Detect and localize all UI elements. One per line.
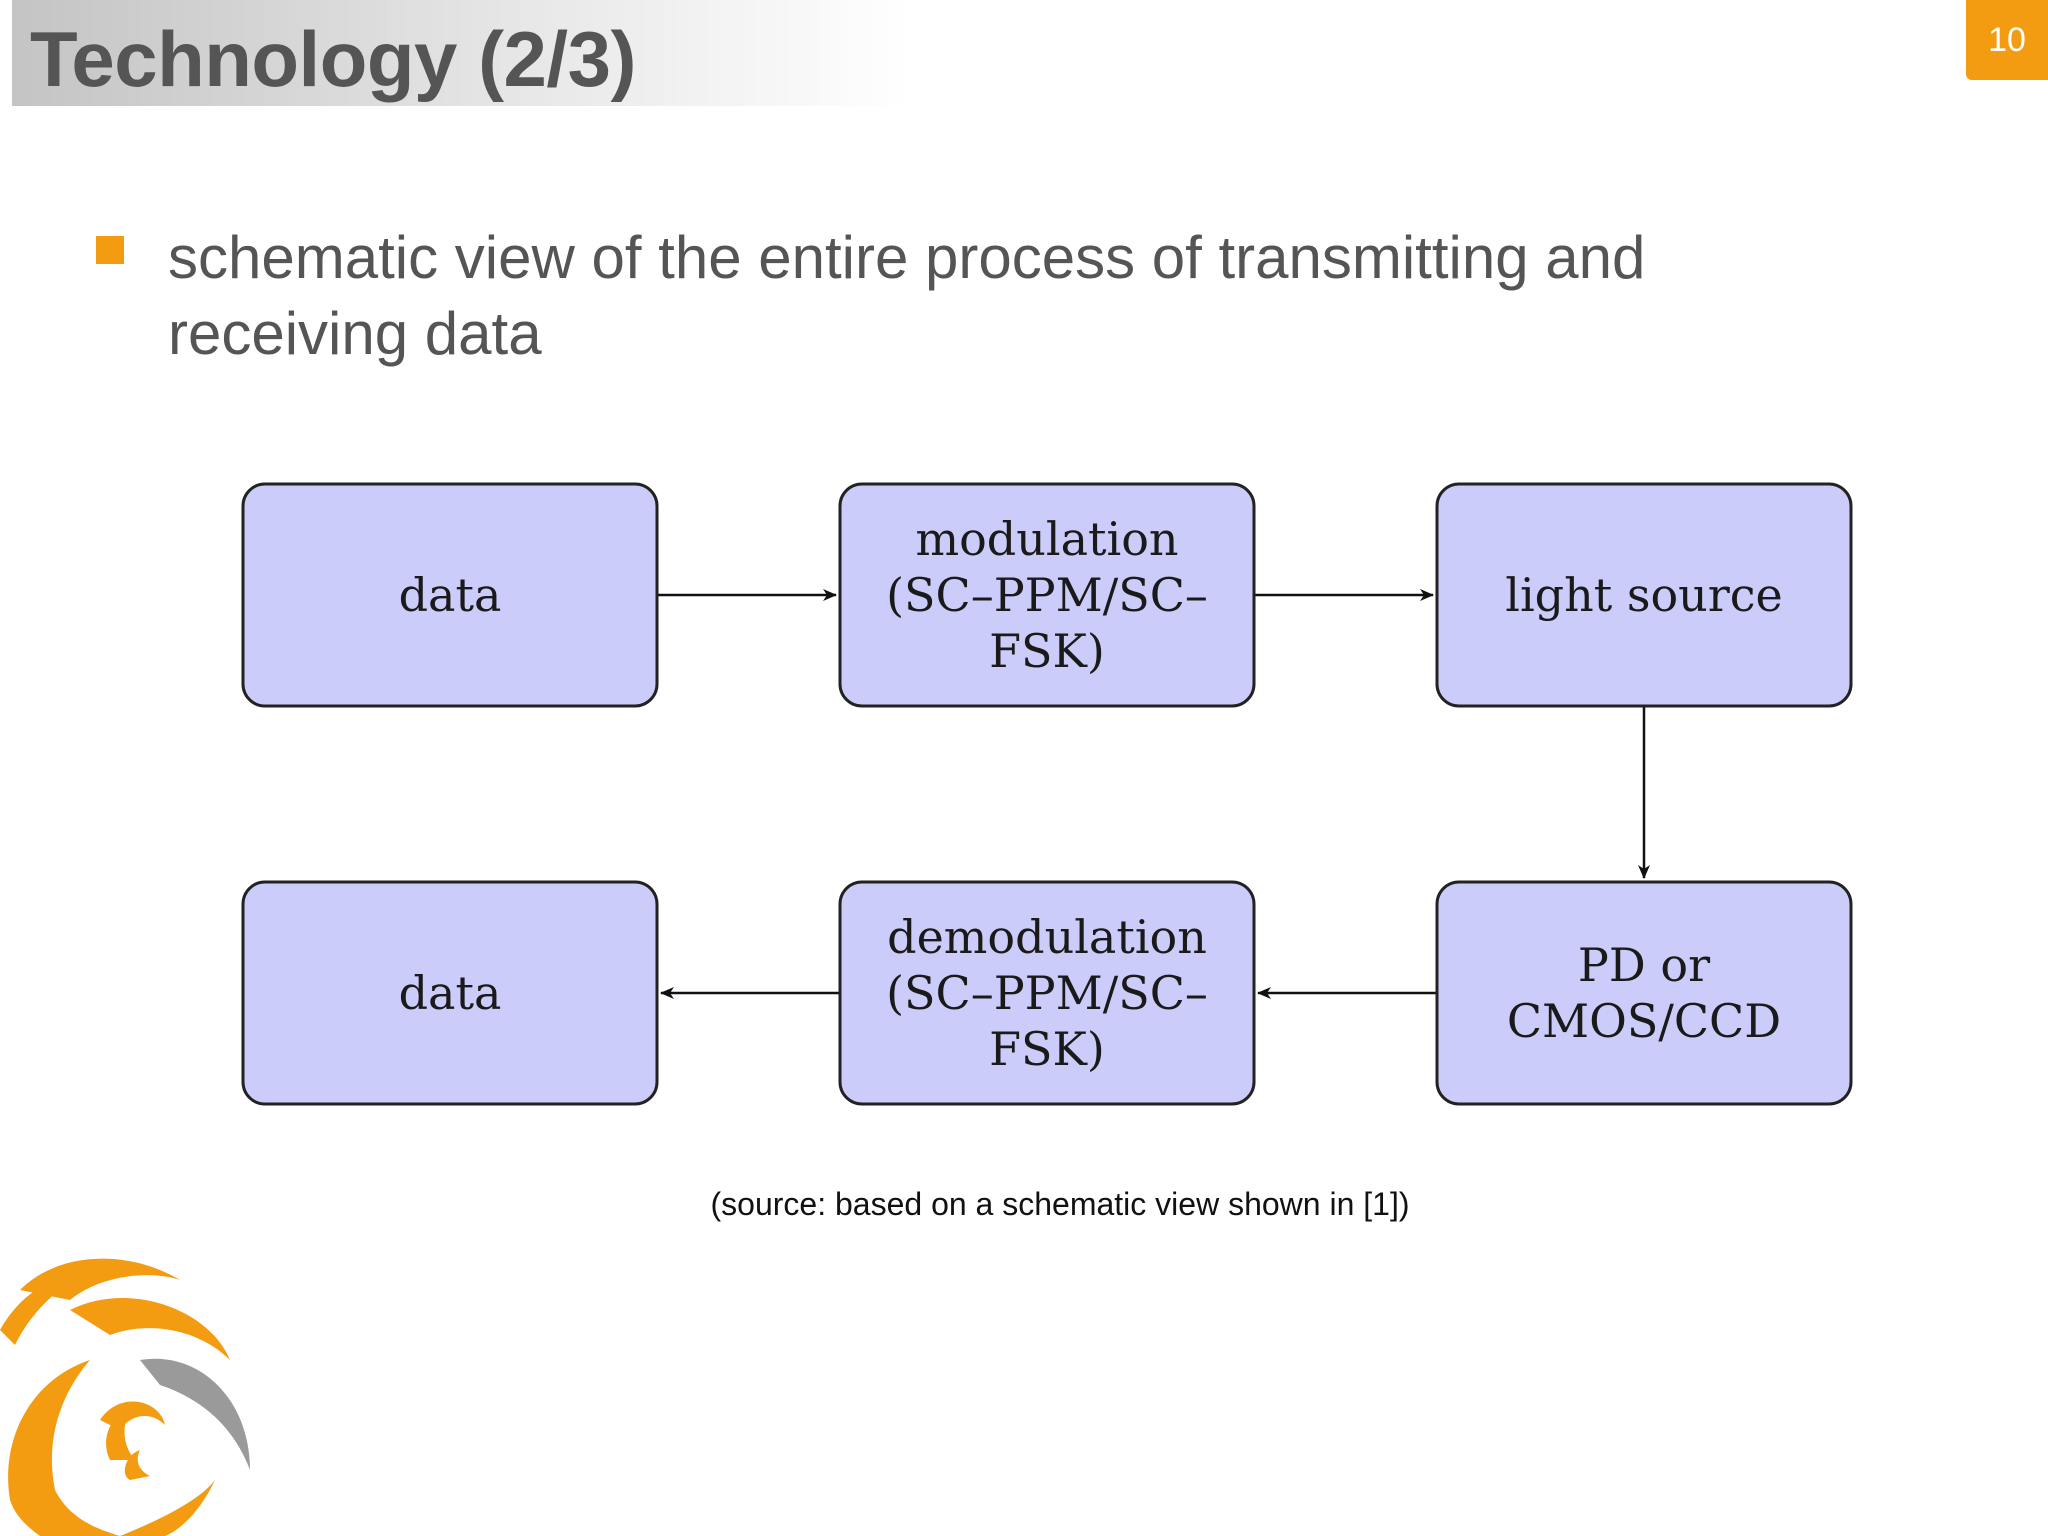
title-band — [12, 0, 912, 106]
page-number: 10 — [1988, 20, 2026, 59]
node-data-out: data — [241, 880, 659, 1106]
slide-title: Technology (2/3) — [30, 15, 636, 103]
node-label: light source — [1505, 568, 1783, 622]
node-label: demodulation — [887, 910, 1207, 964]
node-label: (SC–PPM/SC– — [886, 966, 1208, 1020]
swirl-logo-icon — [0, 1258, 250, 1536]
node-box — [241, 880, 659, 1106]
node-label: data — [399, 568, 502, 622]
node-label: CMOS/CCD — [1507, 994, 1781, 1048]
diagram-edges — [657, 589, 1650, 999]
node-light-source: light source — [1435, 482, 1853, 708]
node-data-in: data — [241, 482, 659, 708]
node-box — [241, 482, 659, 708]
node-label: modulation — [915, 512, 1178, 566]
node-label: (SC–PPM/SC– — [886, 568, 1208, 622]
node-box — [1435, 482, 1853, 708]
node-box — [838, 482, 1256, 708]
node-box — [1435, 880, 1853, 1106]
bullet-square-icon — [96, 236, 124, 264]
node-modulation: modulation(SC–PPM/SC–FSK) — [838, 482, 1256, 708]
source-caption: (source: based on a schematic view shown… — [710, 1186, 1410, 1222]
node-label: data — [399, 966, 502, 1020]
bullet-text: schematic view of the entire process of … — [168, 224, 1646, 367]
node-label: FSK) — [989, 624, 1105, 678]
node-box — [838, 880, 1256, 1106]
node-label: FSK) — [989, 1022, 1105, 1076]
page-number-badge: 10 — [1966, 0, 2048, 80]
node-label: PD or — [1578, 938, 1710, 992]
node-demodulation: demodulation(SC–PPM/SC–FSK) — [838, 880, 1256, 1106]
